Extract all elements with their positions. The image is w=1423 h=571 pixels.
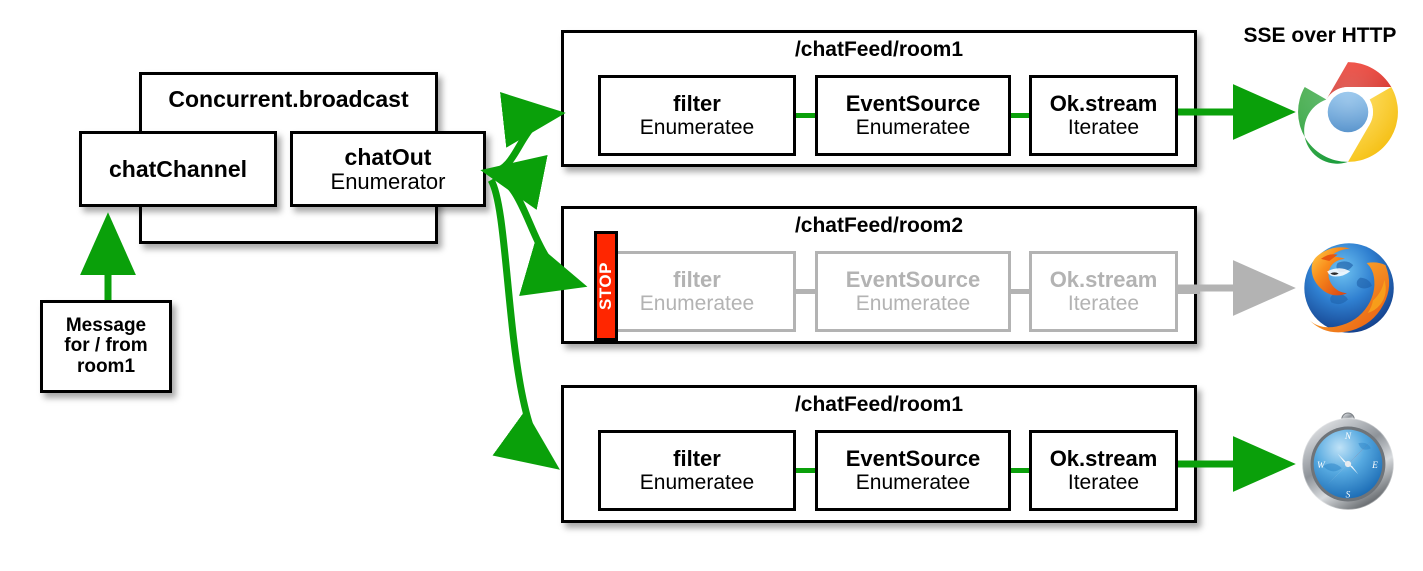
- stage-type: Iteratee: [1067, 471, 1140, 495]
- arrow-chatout-to-feed1: [492, 92, 566, 176]
- stage-name: filter: [673, 90, 721, 116]
- stage-link: [796, 289, 815, 294]
- chrome-browser-icon: [1296, 60, 1400, 164]
- stage-exit-link: [1178, 289, 1200, 294]
- stage-okstream: Ok.stream Iteratee: [1029, 430, 1178, 511]
- safari-browser-icon: N E S W: [1296, 412, 1400, 516]
- chatchannel-box: chatChannel: [79, 131, 277, 207]
- stop-marker: STOP: [594, 231, 618, 341]
- stage-link: [1011, 468, 1029, 473]
- stage-name: Ok.stream: [1049, 266, 1158, 292]
- message-line-2: for / from: [64, 335, 148, 357]
- stage-name: Ok.stream: [1049, 445, 1158, 471]
- stage-eventsource: EventSource Enumeratee: [815, 75, 1011, 156]
- stage-link: [796, 113, 815, 118]
- stage-filter: filter Enumeratee: [598, 430, 796, 511]
- chatout-title: chatOut: [344, 143, 432, 170]
- compass-east: E: [1371, 461, 1378, 471]
- firefox-browser-icon: [1296, 236, 1400, 340]
- stop-label: STOP: [596, 262, 616, 310]
- arrow-chatout-to-feed3: [487, 178, 560, 470]
- chatchannel-title: chatChannel: [108, 155, 248, 182]
- stage-okstream: Ok.stream Iteratee: [1029, 251, 1178, 332]
- stage-name: filter: [673, 266, 721, 292]
- concurrent-broadcast-title: Concurrent.broadcast: [168, 86, 409, 112]
- arrow-into-chatout: [480, 154, 548, 210]
- feed-panel-room1-chrome: /chatFeed/room1 filter Enumeratee EventS…: [561, 30, 1197, 167]
- feed-panel-room2-firefox: /chatFeed/room2 filter Enumeratee EventS…: [561, 206, 1200, 344]
- stage-eventsource: EventSource Enumeratee: [815, 251, 1011, 332]
- stage-type: Enumeratee: [855, 471, 971, 495]
- feed-panel-title: /chatFeed/room2: [794, 214, 964, 237]
- feed-panel-title: /chatFeed/room1: [794, 38, 964, 61]
- chatout-subtitle: Enumerator: [330, 168, 446, 194]
- stage-name: Ok.stream: [1049, 90, 1158, 116]
- sse-over-http-label: SSE over HTTP: [1243, 24, 1397, 47]
- stage-okstream: Ok.stream Iteratee: [1029, 75, 1178, 156]
- stage-name: EventSource: [845, 90, 981, 116]
- stage-link: [796, 468, 815, 473]
- message-box: Message for / from room1: [40, 300, 172, 393]
- stage-type: Enumeratee: [855, 116, 971, 140]
- stage-link: [1011, 289, 1029, 294]
- feed-panel-title: /chatFeed/room1: [794, 393, 964, 416]
- feed-panel-room1-safari: /chatFeed/room1 filter Enumeratee EventS…: [561, 385, 1197, 523]
- stage-name: filter: [673, 445, 721, 471]
- stage-type: Enumeratee: [855, 292, 971, 316]
- stage-type: Iteratee: [1067, 116, 1140, 140]
- message-line-1: Message: [65, 314, 147, 336]
- compass-west: W: [1317, 461, 1326, 471]
- stage-type: Iteratee: [1067, 292, 1140, 316]
- stage-name: EventSource: [845, 445, 981, 471]
- compass-north: N: [1344, 432, 1352, 442]
- stage-filter: filter Enumeratee: [598, 251, 796, 332]
- stage-name: EventSource: [845, 266, 981, 292]
- stage-link: [1011, 113, 1029, 118]
- message-line-3: room1: [76, 355, 136, 377]
- chatout-box: chatOut Enumerator: [290, 131, 486, 207]
- stage-type: Enumeratee: [639, 471, 755, 495]
- stage-eventsource: EventSource Enumeratee: [815, 430, 1011, 511]
- stage-type: Enumeratee: [639, 116, 755, 140]
- stage-type: Enumeratee: [639, 292, 755, 316]
- compass-south: S: [1346, 490, 1351, 500]
- stage-filter: filter Enumeratee: [598, 75, 796, 156]
